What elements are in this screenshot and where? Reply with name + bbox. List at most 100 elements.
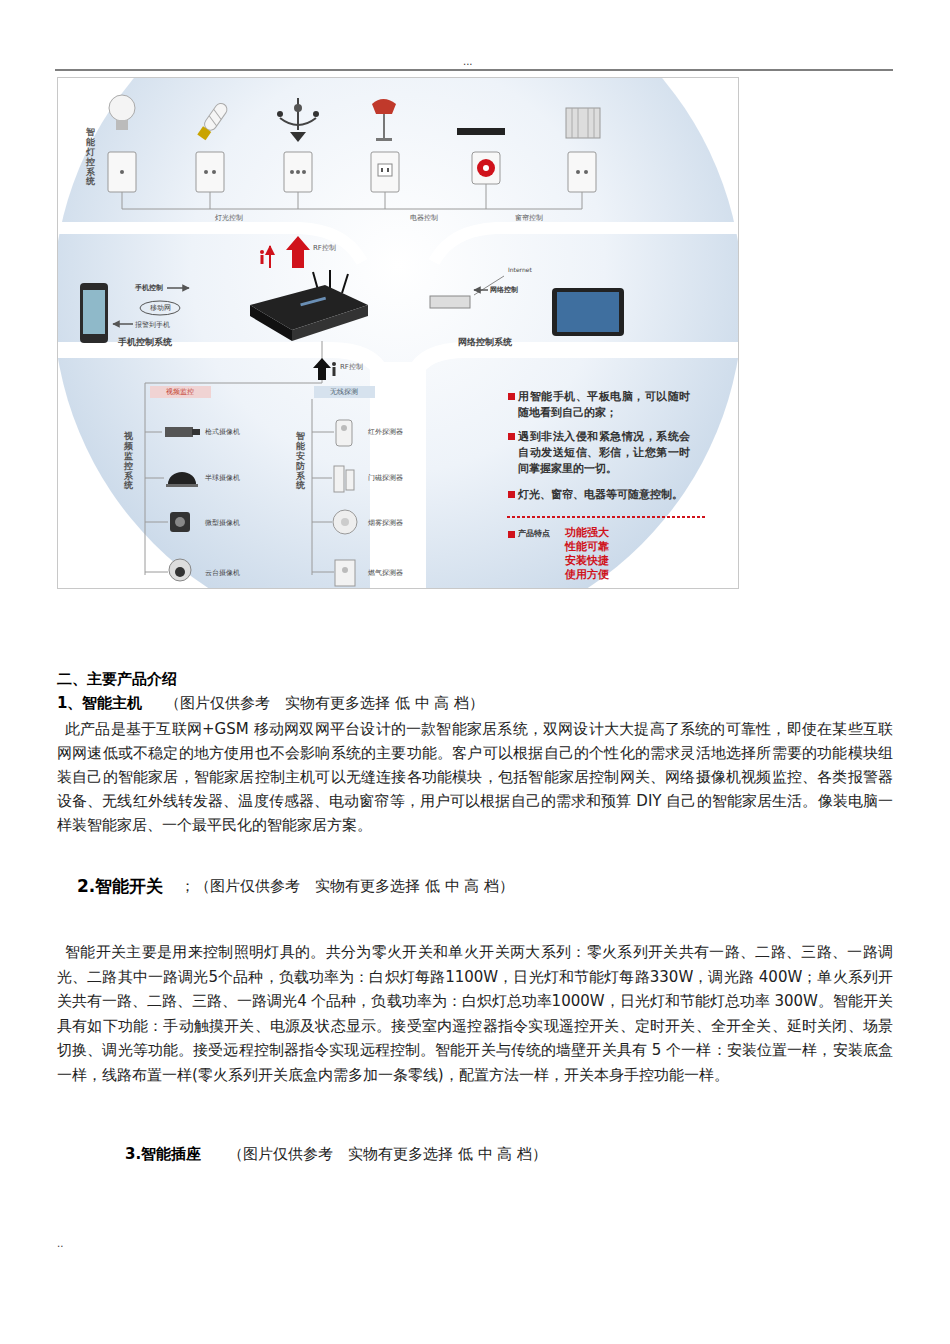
- control-bus: [122, 209, 582, 210]
- hub-device: [342, 274, 348, 293]
- device-label: 云台摄像机: [205, 568, 240, 578]
- curtain-icon: [566, 108, 600, 138]
- illustration-ground: [434, 228, 738, 262]
- illustration-ground: [58, 78, 738, 588]
- chandelier-icon: [280, 118, 316, 125]
- hub-device: [292, 305, 368, 341]
- wall-switches: [120, 170, 124, 174]
- item-heading: 2.智能开关: [77, 875, 163, 898]
- lower-bus: [312, 522, 332, 523]
- wall-switches: [296, 170, 300, 174]
- wall-switches: [371, 152, 399, 192]
- device-icons: [109, 95, 600, 142]
- band-title: 无线探测: [330, 387, 359, 397]
- chandelier-icon: [277, 98, 319, 142]
- phone-control: [83, 290, 105, 334]
- detector-icons: [341, 425, 347, 431]
- curtain-icon: [572, 108, 573, 138]
- rf-arrows: [260, 250, 264, 254]
- wall-switches: [387, 168, 389, 172]
- camera-icons: [165, 427, 200, 581]
- illustration-ground: [58, 228, 362, 262]
- camera-icons: [169, 559, 191, 581]
- device-label: 微型摄像机: [205, 518, 240, 528]
- signal-label: RF控制: [340, 362, 363, 372]
- lamp-icon: [372, 99, 396, 114]
- control-label: 报警到手机: [135, 320, 170, 330]
- device-label: 红外探测器: [368, 427, 403, 437]
- network-label: 移动网: [150, 303, 171, 313]
- illustration-frame: [53, 0, 743, 645]
- detector-icons: [333, 420, 357, 586]
- network-control: [430, 296, 470, 308]
- illustration-ground: [58, 78, 738, 588]
- page-marker: ..: [57, 1238, 63, 1249]
- lower-bus: [145, 341, 334, 575]
- lower-bus: [312, 399, 313, 575]
- system-title: 智能灯控系统: [86, 128, 95, 187]
- wall-switches: [196, 152, 224, 192]
- chandelier-icon: [290, 132, 306, 142]
- hub-device: [250, 270, 368, 341]
- section-heading: 二、主要产品介绍: [57, 670, 177, 689]
- lower-bus: [312, 478, 332, 479]
- device-label: 枪式摄像机: [205, 427, 240, 437]
- camera-icons: [168, 472, 196, 484]
- phone-control: [80, 283, 189, 343]
- cfl-icon: [202, 101, 229, 132]
- control-label: 灯光控制: [215, 213, 243, 223]
- image-note: （图片仅供参考 实物有更多选择 低 中 高 档）: [165, 694, 484, 713]
- lower-bus: [145, 522, 168, 523]
- control-label: 手机控制: [135, 283, 163, 293]
- control-bus: [122, 192, 123, 209]
- feature-item: 性能可靠: [565, 539, 609, 554]
- detector-icons: [334, 466, 344, 492]
- item-heading: 1、智能主机: [57, 694, 142, 713]
- feature-marks: [508, 393, 515, 400]
- lower-bus: [145, 383, 322, 384]
- rf-arrows: [286, 236, 310, 268]
- lower-bus: [312, 432, 334, 433]
- curtain-icon: [588, 108, 589, 138]
- lamp-icon: [383, 114, 385, 138]
- cfl-icon: [207, 116, 219, 126]
- paragraph: 智能开关主要是用来控制照明灯具的。共分为零火开关和单火开关两大系列：零火系列开关…: [57, 940, 893, 1087]
- header-band: 视频监控: [150, 386, 211, 398]
- network-control: [552, 288, 624, 336]
- bulb-icon: [116, 120, 128, 130]
- feature-marks: [507, 516, 705, 518]
- wall-switches: [483, 165, 489, 171]
- camera-icons: [175, 567, 185, 577]
- header-rule: [55, 69, 893, 70]
- illustration-ground: [414, 350, 738, 374]
- cfl-icon: [211, 109, 223, 119]
- rf-up-arrow: [313, 358, 336, 380]
- lower-bus: [145, 383, 146, 575]
- network-control: [430, 276, 624, 336]
- cfl-icon: [196, 101, 229, 141]
- camera-icons: [175, 517, 185, 527]
- image-note: ；（图片仅供参考 实物有更多选择 低 中 高 档）: [180, 877, 514, 896]
- band-title: 视频监控: [166, 387, 195, 397]
- hub-device: [300, 297, 326, 307]
- feature-heading: 产品特点: [518, 528, 550, 539]
- wall-switches: [472, 152, 500, 184]
- feature-item: 功能强大: [565, 525, 609, 540]
- feature-marks: [508, 531, 515, 538]
- phone-control: [140, 301, 180, 315]
- player-icon: [457, 128, 505, 135]
- hub-device: [250, 305, 292, 341]
- curtain-icon: [566, 108, 600, 138]
- curtain-icon: [578, 108, 579, 138]
- device-label: 门磁探测器: [368, 473, 403, 483]
- detector-icons: [341, 518, 349, 526]
- camera-icons: [170, 512, 190, 532]
- phone-control: [113, 323, 133, 325]
- wall-switches: [302, 170, 306, 174]
- camera-icons: [165, 427, 193, 437]
- wall-switches: [381, 168, 383, 172]
- feature-item: 安装快捷: [565, 553, 609, 568]
- chandelier-icon: [277, 111, 283, 117]
- cfl-icon: [197, 126, 211, 140]
- feature-marks: [508, 433, 515, 440]
